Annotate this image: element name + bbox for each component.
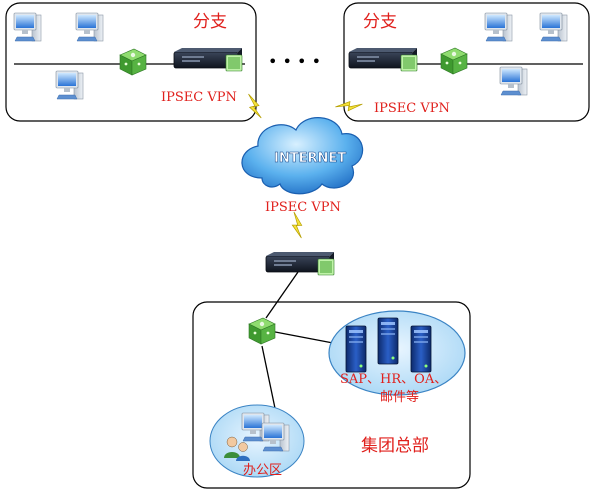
hq-vpn-router-icon[interactable] <box>265 251 335 276</box>
users-icon <box>224 436 250 461</box>
left-vpn-bolt-icon <box>245 93 265 119</box>
server-apps-label: SAP、HR、OA、 <box>340 372 447 387</box>
right-branch-box <box>343 2 590 122</box>
cloud-icon <box>241 117 364 195</box>
hq-vpn-bolt-icon <box>286 211 310 239</box>
hq-box <box>192 301 471 489</box>
office-area-label: 办公区 <box>243 463 282 478</box>
left-branch-title: 分支 <box>193 12 227 32</box>
left-branch-box <box>5 2 257 122</box>
pc-icon[interactable] <box>13 12 42 42</box>
right-branch-title: 分支 <box>363 12 397 32</box>
pc-icon[interactable] <box>261 422 290 452</box>
hq-uplink-line <box>265 271 299 319</box>
more-branches-ellipsis: • • • • <box>268 52 321 71</box>
switch-icon[interactable] <box>119 48 147 76</box>
server-icon[interactable] <box>410 325 432 373</box>
hq-server-line <box>269 330 334 344</box>
pc-icon[interactable] <box>484 12 513 42</box>
hq-switch-icon[interactable] <box>248 317 276 345</box>
switch-icon[interactable] <box>440 47 468 75</box>
pc-icon[interactable] <box>539 12 568 42</box>
right-branch: 分支 IPSEC VPN <box>343 2 590 122</box>
internet-label: INTERNET <box>274 151 346 166</box>
left-branch: 分支 IPSEC VPN <box>5 2 257 122</box>
server-apps-label-2: 邮件等 <box>380 389 419 405</box>
hq-title: 集团总部 <box>361 436 429 456</box>
hq-office-line <box>261 345 277 414</box>
server-icon[interactable] <box>345 325 367 373</box>
pc-icon[interactable] <box>75 12 104 42</box>
vpn-router-icon[interactable] <box>348 47 418 72</box>
server-icon[interactable] <box>377 317 399 365</box>
vpn-router-icon[interactable] <box>173 47 243 72</box>
right-vpn-bolt-icon <box>334 92 363 119</box>
right-vpn-label: IPSEC VPN <box>374 101 450 116</box>
hq-site: SAP、HR、OA、 邮件等 办公区 集团总部 <box>192 301 471 489</box>
pc-icon[interactable] <box>499 66 528 96</box>
internet-cloud: INTERNET <box>241 117 364 195</box>
pc-icon[interactable] <box>55 70 84 100</box>
hq-vpn-label: IPSEC VPN <box>265 200 341 215</box>
links <box>14 63 583 414</box>
left-vpn-label: IPSEC VPN <box>161 90 237 105</box>
